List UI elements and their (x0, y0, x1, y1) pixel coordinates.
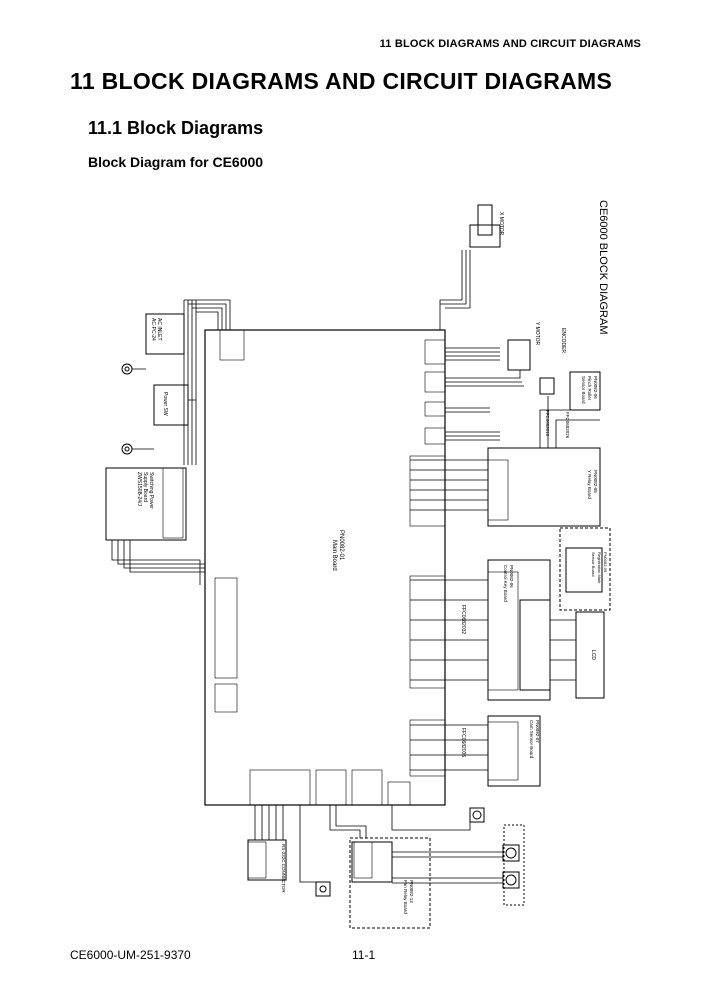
control-key-label-1: PN0082-06 (509, 565, 514, 588)
cam-sensor-label-1: PN0082-07 (535, 720, 540, 743)
pinch-roller-label-2: Pinch Roller (587, 376, 592, 401)
chapter-title: 11 BLOCK DIAGRAMS AND CIRCUIT DIAGRAMS (70, 68, 613, 94)
pinch-roller-label-1: PN0082-06 (593, 376, 598, 399)
fan-relay-label-1: PN0082-13 (409, 880, 414, 903)
doc-number: CE6000-UM-251-9370 (70, 948, 191, 962)
registration-label-2: Registration Mark (597, 552, 602, 583)
registration-label-3: Sensor Board (591, 552, 596, 576)
y-relay-label-2: Y Relay Board (587, 470, 592, 499)
x-motor-label: X MOTOR (498, 212, 504, 236)
registration-board-box (559, 527, 611, 611)
diagram-title: CE6000 BLOCK DIAGRAM (597, 200, 609, 335)
power-switch-box (153, 384, 189, 426)
power-supply-label-1: Switching Power (148, 472, 154, 509)
page-number: 11-1 (352, 948, 376, 962)
ac-inlet-label-1: AC INLET (156, 318, 162, 341)
running-header: 11 BLOCK DIAGRAMS AND CIRCUIT DIAGRAMS (379, 38, 641, 50)
fan-relay-label-2: Fan Relay Board (403, 880, 408, 914)
power-supply-label-3: ZWS150B-24/J (136, 472, 142, 506)
power-switch-label: Power SW (162, 392, 168, 416)
encoder-label: ENCODER (560, 328, 566, 353)
ffc-y2-label: FFC0682026 (565, 412, 570, 439)
section-title: 11.1 Block Diagrams (88, 118, 264, 138)
fan-2 (502, 871, 520, 889)
main-board-label-2: Main Board (331, 540, 337, 571)
encoder-box (539, 377, 555, 395)
power-supply-label-2: Supply Board (142, 472, 148, 502)
control-key-label-2: Control Key Board (503, 565, 508, 602)
rs232c-connector-box (247, 839, 287, 881)
y-motor-box (507, 339, 531, 371)
y-relay-label-1: PN0082-05 (593, 470, 598, 493)
registration-label-1: PN0082-09 (603, 552, 608, 573)
rs232c-label: RS-232C CONNECTOR (281, 844, 286, 893)
main-board-box (204, 329, 446, 806)
fan-1 (502, 844, 520, 862)
lcd-label: LCD (590, 650, 596, 660)
pinch-roller-board-box (569, 371, 601, 411)
main-board-label-1: PN0082-01 (338, 530, 344, 561)
subsection-title: Block Diagram for CE6000 (88, 154, 264, 170)
control-key-board-box (487, 559, 551, 701)
y-motor-label: Y MOTOR (534, 322, 540, 346)
ac-inlet-label-2: AC-PC-24 (150, 318, 156, 341)
ffc-y1-label: FFC0682010 (545, 410, 550, 437)
pinch-roller-label-3: Sensor Board (581, 376, 586, 404)
lcd-box (575, 611, 605, 699)
power-supply-box (105, 467, 187, 541)
ffc-cam-label: FFC0682035 (460, 728, 466, 757)
ffc-key-label: FFC0682032 (460, 605, 466, 634)
x-motor-box (477, 204, 493, 236)
cam-sensor-label-2: Cam Sensor Board (529, 720, 534, 759)
